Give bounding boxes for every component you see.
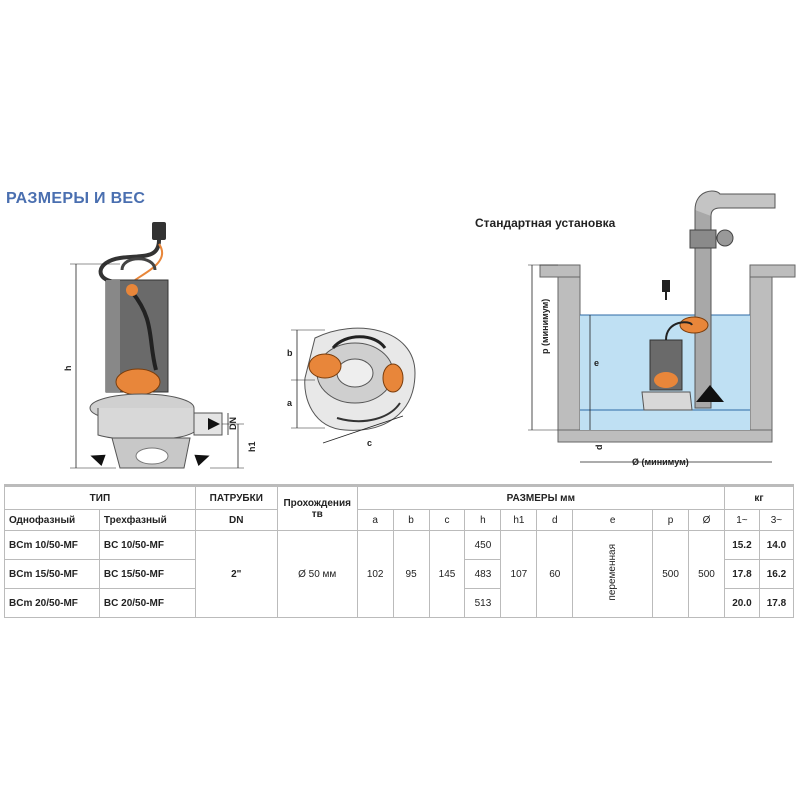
header-col-a: a [356, 509, 394, 531]
header-col-c: c [428, 509, 466, 531]
header-passage: Прохождения тв [276, 484, 358, 531]
dim-e-label: e [594, 358, 599, 368]
table-row: BCm 10/50-MF BC 10/50-MF 2" Ø 50 мм 102 … [4, 530, 795, 618]
dim-h-label: h [63, 366, 73, 372]
cell-weight-1ph: 20.0 [723, 588, 760, 618]
header-type: ТИП [4, 484, 196, 510]
header-col-p: p [652, 509, 690, 531]
cell-h: 450 [464, 530, 502, 560]
cell-a: 102 [356, 530, 394, 618]
cell-weight-3ph: 14.0 [758, 530, 795, 560]
section-title: РАЗМЕРЫ И ВЕС [6, 190, 146, 207]
header-col-d: d [536, 509, 574, 531]
dim-diameter-label: Ø (минимум) [632, 457, 689, 467]
cell-weight-3ph: 17.8 [758, 588, 795, 618]
dim-h1-label: h1 [247, 441, 257, 452]
header-col-h1: h1 [500, 509, 538, 531]
cell-h: 513 [464, 588, 502, 618]
installation-drawing: p (минимум) e d Ø (минимум) [528, 190, 796, 467]
model-single-phase: BCm 15/50-MF [4, 559, 100, 589]
table-row: BCm 20/50-MF BC 20/50-MF 513 20.0 17.8 [4, 588, 795, 618]
specs-table: ТИП ПАТРУБКИ Прохождения тв РАЗМЕРЫ мм к… [4, 484, 795, 618]
header-dims: РАЗМЕРЫ мм [356, 484, 725, 510]
model-single-phase: BCm 10/50-MF [4, 530, 100, 560]
cell-weight-3ph: 16.2 [758, 559, 795, 589]
model-three-phase: BC 15/50-MF [98, 559, 196, 589]
cell-h1: 107 [500, 530, 538, 618]
table-header-row: ТИП ПАТРУБКИ Прохождения тв РАЗМЕРЫ мм к… [4, 484, 795, 531]
header-col-e: e [572, 509, 654, 531]
cell-e: переменная [572, 530, 654, 618]
dim-dn-label: DN [228, 417, 238, 430]
header-three-phase: Трехфазный [98, 509, 196, 531]
cell-dn: 2" [194, 530, 278, 618]
model-single-phase: BCm 20/50-MF [4, 588, 100, 618]
cell-diameter: 500 [688, 530, 725, 618]
cell-e-text: переменная [607, 544, 619, 601]
header-col-b: b [392, 509, 430, 531]
cell-weight-1ph: 17.8 [723, 559, 760, 589]
dim-b-label: b [287, 348, 293, 358]
cell-d: 60 [536, 530, 574, 618]
table-subheader-row: Однофазный Трехфазный DN a b c h h1 d e … [4, 509, 795, 531]
pump-side-view-drawing: h h1 DN [63, 222, 257, 469]
dim-c-label: c [367, 438, 372, 448]
installation-caption: Стандартная установка [475, 216, 616, 230]
cell-b: 95 [392, 530, 430, 618]
header-col-h: h [464, 509, 502, 531]
cell-p: 500 [652, 530, 690, 618]
dim-d-label: d [594, 445, 604, 451]
cell-h: 483 [464, 559, 502, 589]
header-dn: DN [194, 509, 278, 531]
model-three-phase: BC 20/50-MF [98, 588, 196, 618]
impeller-bottom-view-drawing: b a c [287, 327, 416, 448]
model-three-phase: BC 10/50-MF [98, 530, 196, 560]
float-switch-icon [679, 316, 709, 334]
cell-c: 145 [428, 530, 466, 618]
header-w3: 3~ [758, 509, 795, 531]
dim-a-label: a [287, 398, 293, 408]
header-w1: 1~ [723, 509, 760, 531]
power-plug-icon [152, 222, 166, 240]
header-ports: ПАТРУБКИ [194, 484, 278, 510]
cell-weight-1ph: 15.2 [723, 530, 760, 560]
cell-passage: Ø 50 мм [276, 530, 358, 618]
dim-p-label: p (минимум) [540, 299, 550, 354]
header-col-diameter: Ø [688, 509, 725, 531]
header-single-phase: Однофазный [4, 509, 100, 531]
float-switch-icon [115, 368, 161, 396]
float-switch-icon [308, 353, 342, 379]
header-weight: кг [723, 484, 795, 510]
